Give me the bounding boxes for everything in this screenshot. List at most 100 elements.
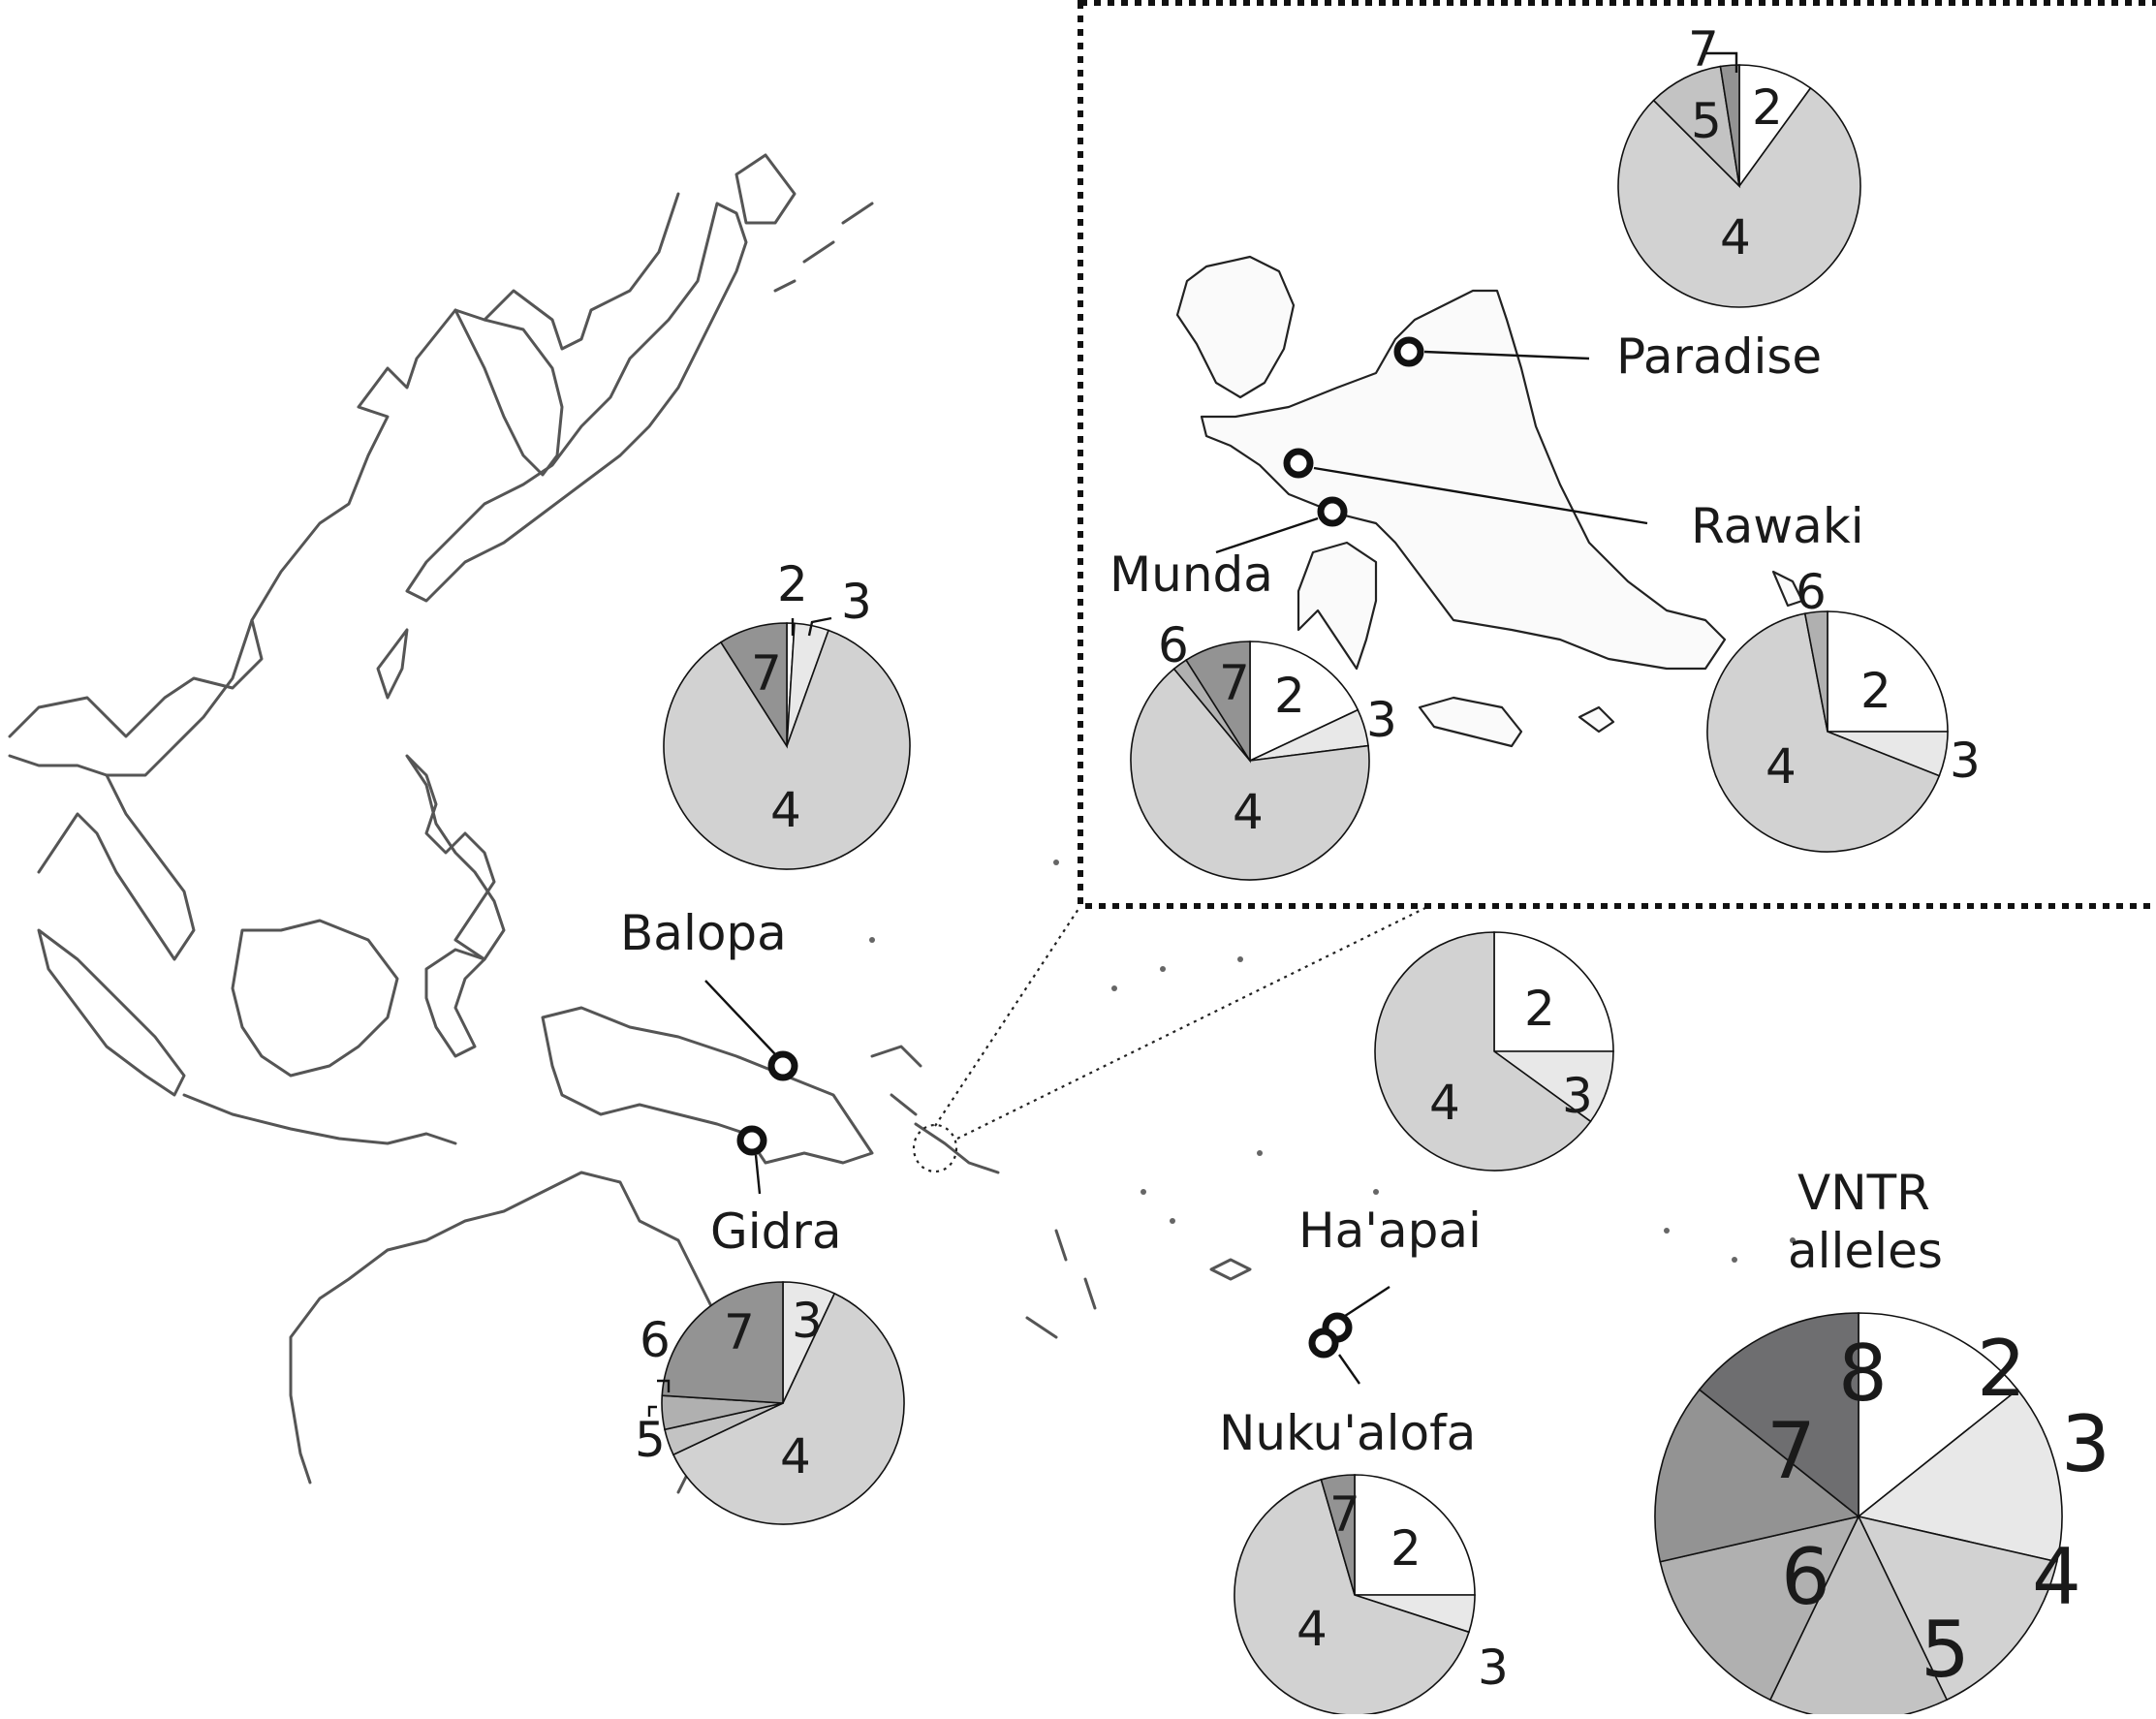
gidra-leader xyxy=(754,1154,762,1195)
pie-gidra xyxy=(661,1281,905,1525)
slice-brackets xyxy=(647,51,1738,1417)
rawaki-leader xyxy=(1313,466,1648,525)
haapai-slice-allele-2 xyxy=(1493,931,1614,1052)
bismarck-islands xyxy=(870,1045,922,1116)
munda-slice-allele-7 xyxy=(1184,641,1251,764)
paradise-slice-allele-5 xyxy=(1652,65,1741,189)
inset-island-round xyxy=(1175,255,1296,399)
legend-slice-allele-3 xyxy=(1857,1388,2063,1563)
legend-slice-allele-8 xyxy=(1698,1312,1859,1518)
legend-slice-allele-7 xyxy=(1654,1388,1860,1563)
island-dot xyxy=(1111,985,1117,991)
rawaki-label-6: 6 xyxy=(1796,564,1827,620)
island-dot xyxy=(1170,1218,1175,1224)
gidra-marker[interactable] xyxy=(736,1125,767,1156)
gidra-6-bracket xyxy=(657,1379,671,1392)
pie-labels: 2 3 7 4 3 7 6 5 4 2 3 4 7 2 3 4 7 5 2 4 … xyxy=(635,21,1981,1696)
balopa-slice-allele-4 xyxy=(663,629,911,870)
munda-label-6: 6 xyxy=(1158,617,1189,673)
island-dot xyxy=(1140,1189,1146,1195)
balopa-slice-allele-7 xyxy=(719,622,788,749)
nukualofa-label-2: 2 xyxy=(1390,1520,1422,1577)
legend-label-5: 5 xyxy=(1921,1605,1970,1695)
zoom-source-circle xyxy=(912,1123,958,1173)
island-dot xyxy=(1790,1237,1796,1243)
inset-island-main xyxy=(1200,289,1727,671)
site-label-haapai: Ha'apai xyxy=(1298,1203,1482,1259)
legend-label-8: 8 xyxy=(1838,1328,1888,1419)
nukualofa-label-4: 4 xyxy=(1297,1601,1328,1657)
japan-coast xyxy=(405,202,748,603)
inset-island-east xyxy=(1771,570,1804,608)
munda-label-2: 2 xyxy=(1274,668,1305,724)
asia-mainland-coast xyxy=(8,192,680,738)
munda-label-4: 4 xyxy=(1233,784,1264,840)
legend-pie xyxy=(1654,1312,2063,1719)
legend-title-line1: VNTR xyxy=(1797,1165,1930,1221)
pie-paradise xyxy=(1617,64,1861,308)
base-map-coastlines xyxy=(8,153,1796,1494)
paradise-label-2: 2 xyxy=(1752,79,1783,136)
paradise-label-5: 5 xyxy=(1691,93,1722,149)
island-dot xyxy=(1237,956,1243,962)
pie-balopa xyxy=(663,622,911,870)
pie-haapai xyxy=(1374,931,1614,1172)
paradise-slice-allele-7 xyxy=(1719,64,1740,187)
paradise-7-bracket xyxy=(1705,51,1738,73)
rawaki-label-2: 2 xyxy=(1860,663,1891,719)
kuril-islands xyxy=(773,202,874,293)
paradise-slice-allele-2 xyxy=(1738,64,1812,189)
legend-slice-allele-4 xyxy=(1857,1515,2058,1702)
vanuatu-islands xyxy=(1025,1229,1097,1339)
island-dot xyxy=(1257,1150,1263,1156)
inset-island-small xyxy=(1578,705,1615,734)
balopa-marker[interactable] xyxy=(767,1050,798,1081)
nukualofa-label-3: 3 xyxy=(1478,1640,1509,1696)
balopa-3-bracket xyxy=(807,616,832,637)
sumatra-coast xyxy=(37,928,186,1097)
legend-label-6: 6 xyxy=(1781,1532,1830,1622)
java-coast xyxy=(182,1093,457,1145)
new-guinea-coast xyxy=(541,1006,874,1165)
philippines-coast xyxy=(405,754,506,961)
island-dot xyxy=(1664,1228,1670,1234)
munda-slice-allele-4 xyxy=(1130,668,1370,881)
munda-marker[interactable] xyxy=(1317,496,1348,527)
site-label-balopa: Balopa xyxy=(620,905,787,961)
site-label-rawaki: Rawaki xyxy=(1691,498,1864,554)
nukualofa-marker[interactable] xyxy=(1308,1328,1339,1359)
balopa-label-7: 7 xyxy=(751,645,782,702)
island-dot xyxy=(1732,1257,1737,1263)
gidra-label-3: 3 xyxy=(792,1293,823,1349)
paradise-marker[interactable] xyxy=(1393,336,1424,367)
fiji-islands xyxy=(1209,1258,1252,1281)
island-dot xyxy=(1053,860,1059,865)
rawaki-slice-allele-2 xyxy=(1827,610,1949,733)
balopa-leader xyxy=(704,980,776,1055)
inset-island-tail xyxy=(1418,696,1523,748)
korea-coast xyxy=(453,308,564,477)
rawaki-label-3: 3 xyxy=(1950,733,1981,789)
island-dot xyxy=(869,937,875,943)
borneo-coast xyxy=(231,919,399,1078)
zoom-line-lower xyxy=(956,905,1430,1140)
gidra-label-7: 7 xyxy=(724,1304,755,1360)
legend-title-line2: alleles xyxy=(1788,1223,1943,1279)
haapai-label-4: 4 xyxy=(1429,1075,1460,1131)
nukualofa-leader xyxy=(1338,1354,1360,1385)
munda-slice-allele-2 xyxy=(1249,641,1359,763)
paradise-label-4: 4 xyxy=(1720,209,1751,266)
gidra-label-5: 5 xyxy=(635,1412,666,1468)
nukualofa-slice-allele-7 xyxy=(1320,1474,1356,1596)
site-label-paradise: Paradise xyxy=(1616,328,1822,385)
site-markers xyxy=(704,336,1648,1385)
zoom-connector xyxy=(912,905,1430,1173)
nukualofa-slice-allele-4 xyxy=(1234,1478,1470,1716)
island-dot xyxy=(1160,966,1166,972)
paradise-slice-allele-4 xyxy=(1617,86,1861,308)
inset-frame xyxy=(1078,0,2156,909)
site-label-gidra: Gidra xyxy=(710,1203,842,1260)
balopa-label-2: 2 xyxy=(777,556,808,612)
rawaki-marker[interactable] xyxy=(1283,448,1314,479)
